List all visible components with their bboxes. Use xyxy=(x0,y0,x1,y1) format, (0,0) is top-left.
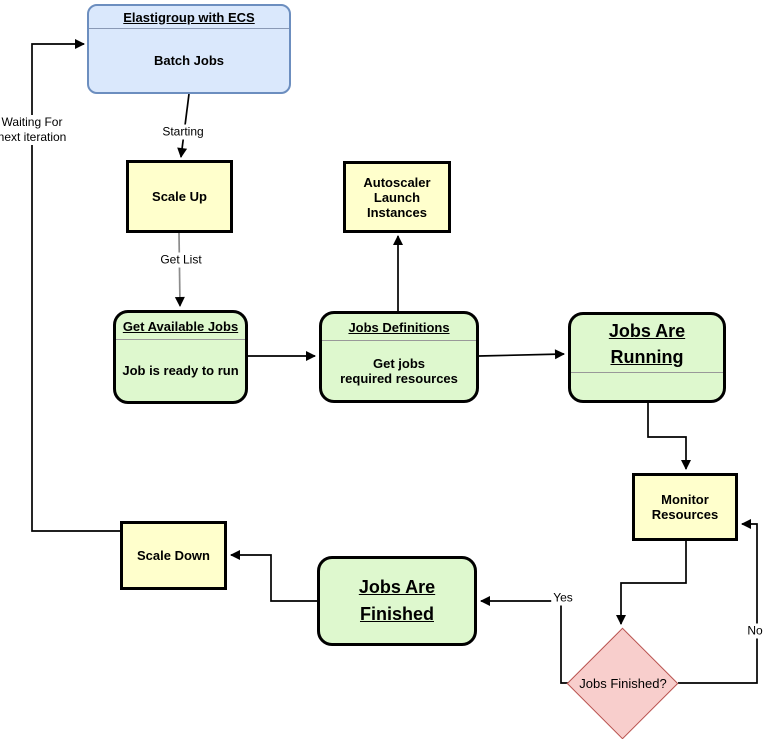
node-label: Scale Up xyxy=(152,189,207,204)
edge-get-list xyxy=(174,232,185,307)
node-scale-up: Scale Up xyxy=(126,160,233,233)
node-jobs-are-finished: Jobs Are Finished xyxy=(317,556,477,646)
node-label: Scale Down xyxy=(137,548,210,563)
edge-waiting-loop xyxy=(31,39,120,532)
node-title: Jobs Definitions xyxy=(322,314,476,341)
node-title: Get Available Jobs xyxy=(116,313,245,340)
node-label: Autoscaler Launch Instances xyxy=(363,174,431,220)
node-body: Get jobs required resources xyxy=(340,355,458,386)
node-get-available-jobs: Get Available Jobs Job is ready to run xyxy=(113,310,248,404)
edge-label-waiting: Waiting For next iteration xyxy=(0,115,69,145)
node-monitor-resources: Monitor Resources xyxy=(632,473,738,541)
node-title: Elastigroup with ECS xyxy=(89,6,289,29)
node-body xyxy=(571,373,723,400)
node-title: Jobs Are Running xyxy=(571,315,723,373)
edge-label-starting: Starting xyxy=(160,124,206,140)
edge-yes xyxy=(480,596,568,684)
edge-monitor-to-decision xyxy=(616,541,687,625)
node-body: Job is ready to run xyxy=(122,363,239,378)
node-jobs-definitions: Jobs Definitions Get jobs required resou… xyxy=(319,311,479,403)
node-jobs-are-running: Jobs Are Running xyxy=(568,312,726,403)
decision-label: Jobs Finished? xyxy=(579,676,667,691)
node-scale-down: Scale Down xyxy=(120,521,227,590)
node-body: Batch Jobs xyxy=(153,53,225,68)
edge-label-get-list: Get List xyxy=(158,252,204,268)
edge-running-to-monitor xyxy=(647,403,691,470)
edge-finished-to-scaledown xyxy=(230,550,317,602)
node-autoscaler-launch-instances: Autoscaler Launch Instances xyxy=(343,161,451,233)
edge-definitions-to-running xyxy=(478,349,565,360)
node-label: Monitor Resources xyxy=(651,492,719,522)
edge-label-no: No xyxy=(745,623,765,639)
node-title: Jobs Are Finished xyxy=(358,577,436,624)
edge-label-yes: Yes xyxy=(551,590,575,606)
node-elastigroup-batch-jobs: Elastigroup with ECS Batch Jobs xyxy=(87,4,291,94)
edge-no-loop xyxy=(678,519,758,684)
